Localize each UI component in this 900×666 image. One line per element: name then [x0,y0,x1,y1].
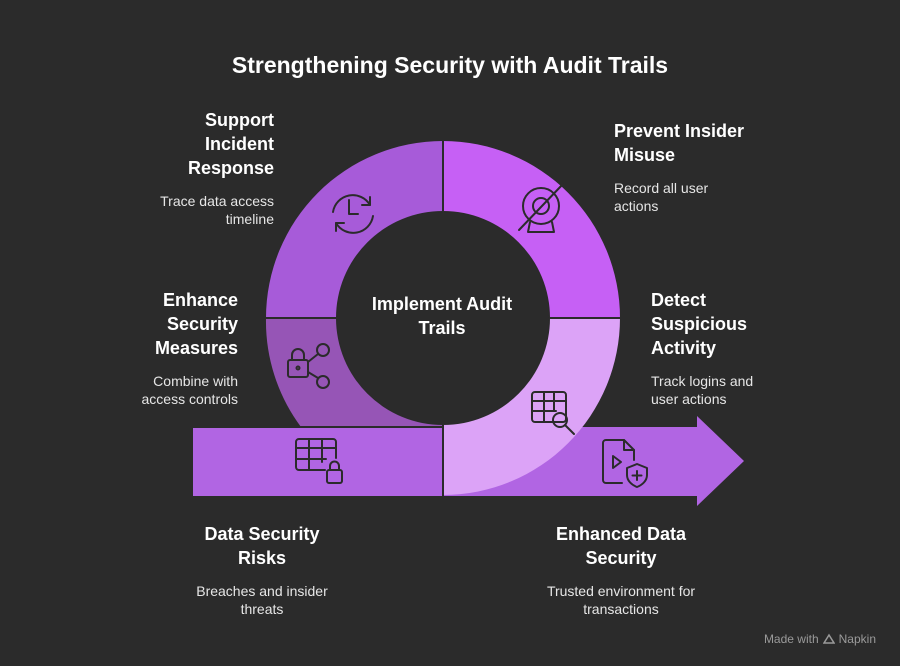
step-detect-suspicious-activity: Detect Suspicious Activity Track logins … [651,288,791,408]
step-support-incident-response: Support Incident Response Trace data acc… [96,108,274,228]
center-circle [337,212,549,424]
segment-data-security-risks [193,427,443,496]
footer-credit: Made with Napkin [764,632,876,646]
napkin-logo-icon [822,633,835,644]
step-data-security-risks: Data Security Risks Breaches and insider… [172,522,352,618]
step-description: Track logins and user actions [651,373,754,407]
step-description: Combine with access controls [141,373,238,407]
napkin-brand[interactable]: Napkin [838,632,876,646]
clock-refresh-icon [332,194,374,234]
step-heading: Data Security Risks [204,524,320,568]
segment-prevent-insider-misuse [443,141,620,318]
center-label: Implement Audit Trails [371,294,513,338]
step-heading: Enhance Security Measures [154,290,238,358]
step-heading: Support Incident Response [187,110,274,178]
page-title: Strengthening Security with Audit Trails [231,52,669,78]
table-lock-icon [295,438,343,484]
step-description: Breaches and insider threats [196,583,328,617]
step-description: Record all user actions [614,180,709,214]
step-prevent-insider-misuse: Prevent Insider Misuse Record all user a… [614,119,784,215]
made-with-text: Made with [763,632,819,646]
table-search-icon [531,391,575,435]
segment-enhance-security-measures [265,318,443,427]
step-description: Trace data access timeline [160,193,274,227]
step-heading: Detect Suspicious Activity [651,290,748,358]
step-description: Trusted environment for transactions [546,583,696,617]
camera-off-icon [518,183,564,233]
step-enhanced-data-security: Enhanced Data Security Trusted environme… [531,522,711,618]
step-enhance-security-measures: Enhance Security Measures Combine with a… [96,288,238,408]
document-shield-icon [602,439,648,488]
lock-share-icon [287,343,330,389]
segment-support-incident-response [266,141,443,318]
step-heading: Prevent Insider Misuse [614,121,745,165]
step-heading: Enhanced Data Security [555,524,687,568]
